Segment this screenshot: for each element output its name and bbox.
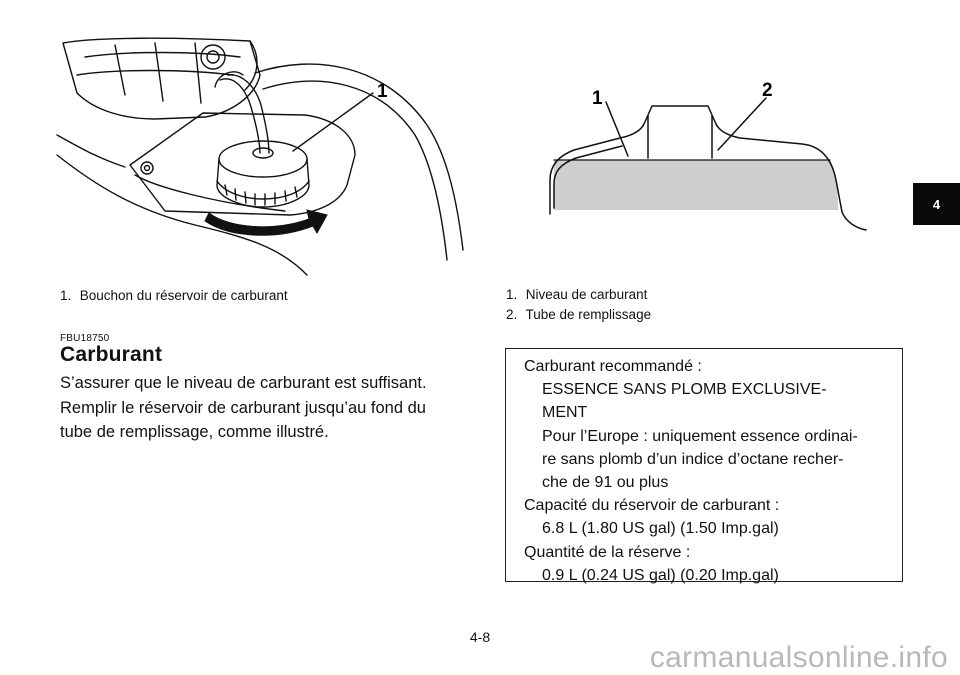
- spec-line: 6.8 L (1.80 US gal) (1.50 Imp.gal): [542, 520, 779, 538]
- spec-line: MENT: [542, 404, 588, 422]
- spec-line: Capacité du réservoir de carburant :: [524, 497, 780, 515]
- caption-number: 1.: [60, 288, 72, 303]
- spec-line: 0.9 L (0.24 US gal) (0.20 Imp.gal): [542, 566, 779, 584]
- body-line: Remplir le réservoir de carburant jusqu’…: [60, 398, 426, 417]
- caption-number: 2.: [506, 307, 518, 322]
- section-code: FBU18750: [60, 333, 110, 344]
- fig2-callout-2: 2: [762, 80, 773, 101]
- fuel-level-diagram: 1 2: [549, 80, 867, 231]
- spec-line: ESSENCE SANS PLOMB EXCLUSIVE-: [542, 381, 827, 399]
- watermark: carmanualsonline.info: [649, 641, 948, 674]
- spec-line: re sans plomb d’un indice d’octane reche…: [542, 450, 844, 468]
- caption-text: Niveau de carburant: [525, 287, 648, 302]
- fuel-cap-illustration: 1: [56, 37, 464, 276]
- fig1-caption: 1. Bouchon du réservoir de carburant: [60, 286, 288, 306]
- section-title: Carburant: [60, 343, 163, 366]
- fig1-callout-1: 1: [377, 81, 388, 102]
- fuel-spec-box: Carburant recommandé : ESSENCE SANS PLOM…: [505, 348, 903, 584]
- caption-number: 1.: [506, 287, 518, 302]
- chapter-tab: 4: [913, 183, 960, 225]
- page-number: 4-8: [469, 629, 491, 645]
- fig2-caption: 1. Niveau de carburant 2. Tube de rempli…: [506, 285, 651, 325]
- body-line: S’assurer que le niveau de carburant est…: [60, 374, 427, 392]
- spec-line: Quantité de la réserve :: [524, 543, 691, 561]
- section-body: S’assurer que le niveau de carburant est…: [60, 371, 480, 445]
- fig1-caption-item: 1. Bouchon du réservoir de carburant: [60, 286, 288, 306]
- spec-line: Pour l’Europe : uniquement essence ordin…: [542, 427, 858, 445]
- spec-line: che de 91 ou plus: [542, 474, 669, 492]
- spec-line: Carburant recommandé :: [524, 358, 702, 375]
- caption-text: Bouchon du réservoir de carburant: [79, 288, 288, 303]
- body-line: tube de remplissage, comme illustré.: [60, 423, 329, 441]
- fig2-callout-1: 1: [592, 88, 603, 109]
- fig2-caption-item: 2. Tube de remplissage: [506, 305, 651, 325]
- caption-text: Tube de remplissage: [525, 307, 652, 322]
- fig2-caption-item: 1. Niveau de carburant: [506, 285, 651, 305]
